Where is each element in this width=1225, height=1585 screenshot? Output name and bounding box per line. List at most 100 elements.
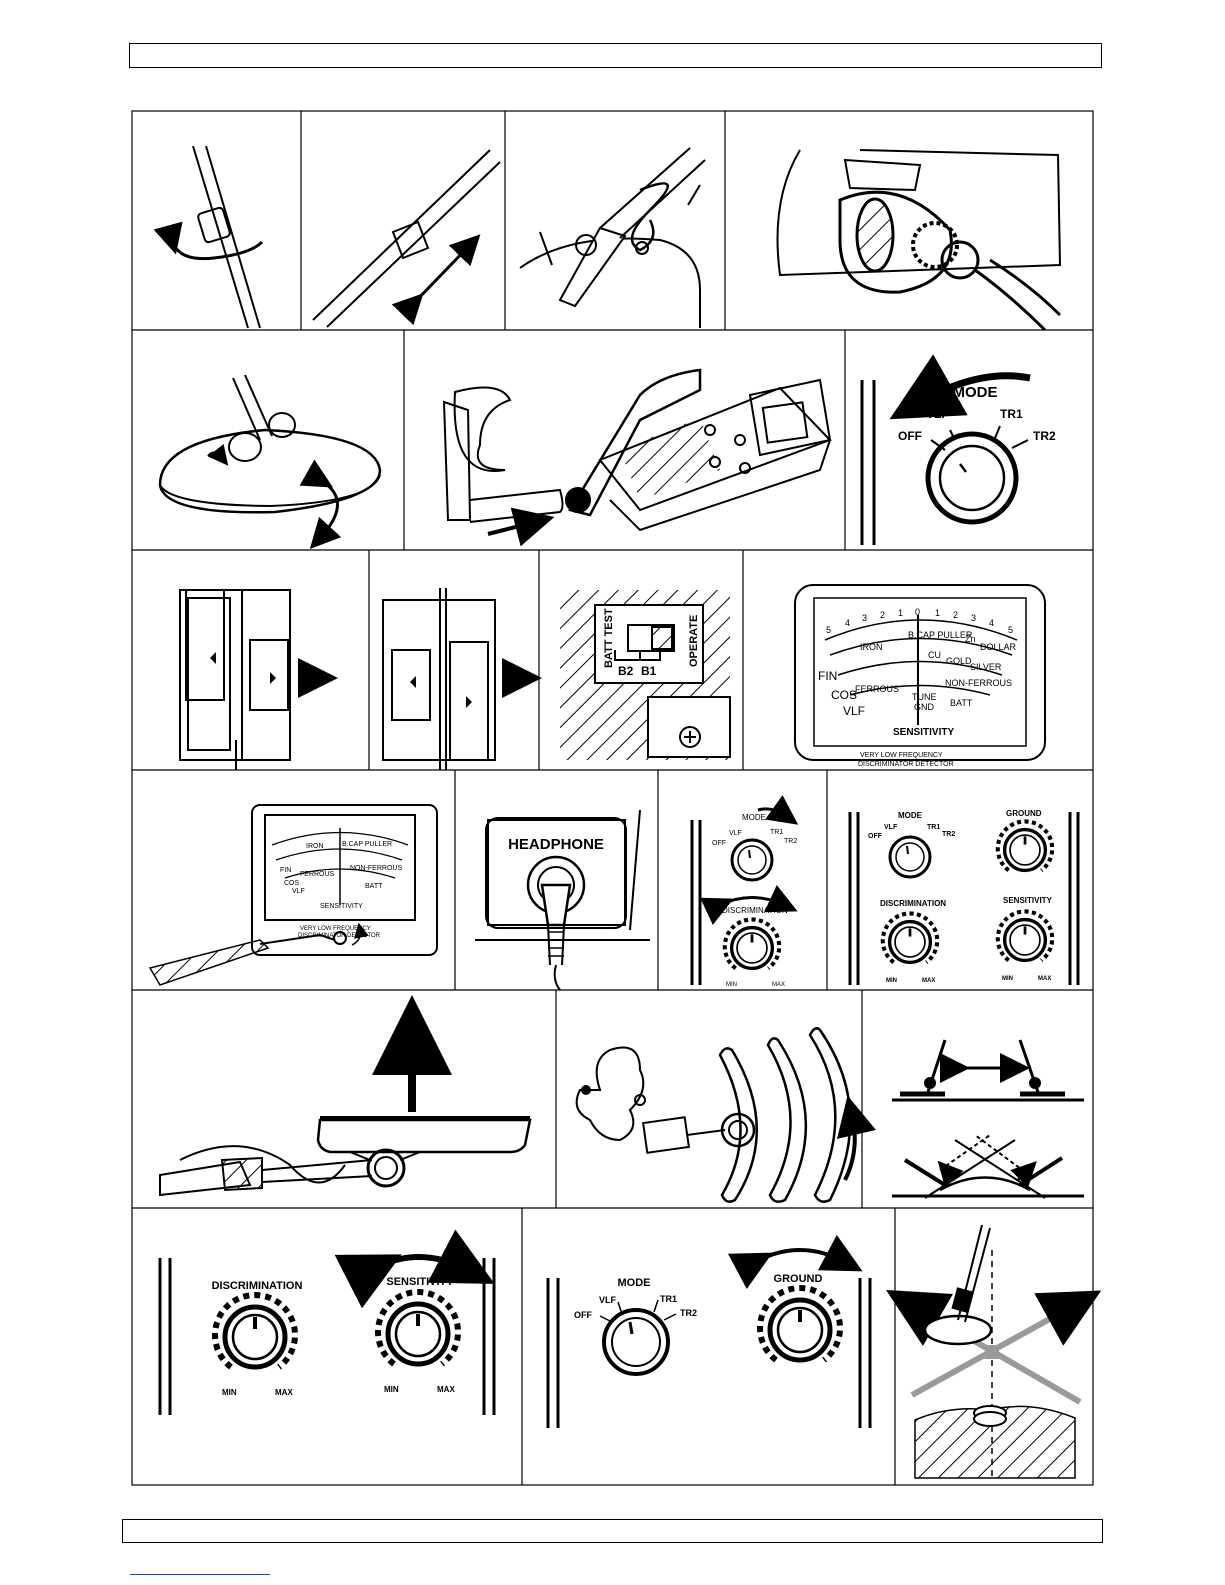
meter-sensitivity: SENSITIVITY: [893, 727, 954, 738]
disc-min-small: MIN: [726, 982, 737, 988]
meter-n-2r: 2: [953, 610, 958, 620]
meter-silver: SILVER: [970, 662, 1002, 672]
meter-n-1r: 1: [935, 608, 940, 618]
fig-pinpoint: [886, 1224, 1102, 1480]
meter2-cos: COS: [284, 880, 300, 887]
meter2-ferrous: FERROUS: [300, 871, 335, 878]
mode-off-1: OFF: [898, 429, 922, 443]
meter-n-0: 0: [915, 607, 920, 617]
meter-n-2l: 2: [880, 610, 885, 620]
fig-mode-ground-knobs: MODE OFF VLF TR1 TR2 GROUND: [546, 1234, 872, 1428]
fig-meter-large: 5 4 3 2 1 0 1 2 3 4 5 IRON B.CAP PULLER …: [794, 584, 1046, 768]
meter2-sensitivity: SENSITIVITY: [320, 903, 363, 910]
mode-title-4: MODE: [618, 1277, 651, 1289]
meter-gnd: GND: [914, 702, 935, 712]
meter-n-3l: 3: [862, 613, 867, 623]
meter2-vlf: VLF: [292, 888, 305, 895]
meter-n-5l: 5: [826, 625, 831, 635]
fig-sweep-pattern: [575, 1027, 876, 1203]
meter-bcap: B.CAP PULLER: [908, 630, 973, 640]
meter-cos: COS: [831, 688, 857, 702]
mode-off-2: OFF: [712, 840, 726, 847]
page-footer-box: [122, 1519, 1103, 1543]
mode-off-3: OFF: [868, 833, 883, 840]
fig-coil-level: [892, 1039, 1084, 1199]
mode-vlf-3: VLF: [884, 824, 898, 831]
grid-frame: [131, 110, 1094, 1486]
meter-dollar: DOLLAR: [980, 642, 1017, 652]
meter-tune: TUNE: [912, 692, 937, 702]
sens-min-4: MIN: [1002, 976, 1013, 982]
sens-title-large: SENSITIVITY: [386, 1276, 454, 1288]
disc-min-large: MIN: [222, 1388, 237, 1397]
sens-title-4: SENSITIVITY: [1003, 896, 1053, 905]
mode-vlf-4: VLF: [599, 1295, 617, 1305]
meter-caption-2: DISCRIMINATOR DETECTOR: [858, 761, 954, 768]
fig-rod-extend: [312, 149, 501, 328]
mode-vlf-1: VLF: [926, 407, 949, 421]
mode-tr2-3: TR2: [942, 831, 955, 838]
meter-n-4l: 4: [845, 618, 850, 628]
meter-iron: IRON: [860, 642, 883, 652]
fig-disc-sens-knobs: DISCRIMINATION MIN MAX SENSITIVITY MIN M…: [158, 1229, 496, 1415]
footer-link-underline[interactable]: [130, 1574, 270, 1575]
meter-cu: CU: [928, 650, 941, 660]
disc-title-small: DISCRIMINATION: [722, 906, 788, 915]
meter-batt: BATT: [950, 698, 973, 708]
mode-tr1-1: TR1: [1000, 407, 1023, 421]
ground-title-large: GROUND: [774, 1273, 823, 1285]
mode-title-3: MODE: [898, 811, 923, 820]
meter-n-4r: 4: [989, 618, 994, 628]
fig-mode-dial-off: MODE OFF VLF TR1 TR2: [860, 354, 1056, 545]
disc-title-large: DISCRIMINATION: [212, 1280, 303, 1292]
fig-rod-twist: [153, 145, 264, 329]
operate-label: OPERATE: [688, 615, 700, 667]
fig-meter-adjust: IRON B.CAP PULLER FIN COS VLF FERROUS NO…: [148, 804, 438, 986]
mode-vlf-2: VLF: [729, 830, 742, 837]
meter2-caption-2: DISCRIMINATOR DETECTOR: [298, 933, 381, 939]
disc-title-4: DISCRIMINATION: [880, 899, 946, 908]
fig-headphone-jack: HEADPHONE: [475, 809, 650, 991]
sens-min-large: MIN: [384, 1385, 399, 1394]
meter2-fin: FIN: [280, 867, 291, 874]
page-header-box: [129, 43, 1102, 68]
mode-tr1-2: TR1: [770, 829, 783, 836]
mode-tr2-1: TR2: [1033, 429, 1056, 443]
meter-zn: Zn: [965, 634, 976, 644]
mode-off-4: OFF: [574, 1310, 592, 1320]
fig-cable-connector: [776, 149, 1062, 332]
mode-tr2-4: TR2: [680, 1308, 697, 1318]
fig-four-knobs: MODE OFF VLF TR1 TR2 GROUND DISCRIMINATI…: [848, 809, 1080, 985]
mode-tr2-2: TR2: [784, 838, 797, 845]
fig-armrest-handle: [442, 368, 832, 547]
meter2-batt: BATT: [365, 883, 383, 890]
mode-title-1: MODE: [953, 384, 998, 401]
meter-ferrous: FERROUS: [855, 684, 899, 694]
fig-battery-door-2: [382, 588, 542, 770]
meter2-caption-1: VERY LOW FREQUENCY: [300, 926, 371, 932]
mode-tr1-4: TR1: [660, 1294, 677, 1304]
fig-battery-door-1: [179, 589, 338, 770]
fig-battery-switch: BATT TEST OPERATE B2 B1: [560, 590, 731, 760]
disc-max-4: MAX: [922, 978, 935, 984]
ground-title-small: GROUND: [1006, 809, 1042, 818]
b2-label: B2: [618, 664, 634, 678]
meter-n-3r: 3: [971, 613, 976, 623]
meter2-nonferrous: NON-FERROUS: [350, 865, 402, 872]
meter-vlf: VLF: [843, 704, 865, 718]
meter2-iron: IRON: [306, 843, 324, 850]
fig-mode-disc-small: MODE OFF VLF TR1 TR2 DISCRIMINATION MIN …: [690, 795, 799, 988]
headphone-label: HEADPHONE: [508, 836, 604, 853]
meter-fin: FIN: [818, 669, 837, 683]
meter-n-1l: 1: [898, 608, 903, 618]
fig-coil-lift: [159, 995, 532, 1197]
disc-max-small: MAX: [772, 982, 785, 988]
meter-n-5r: 5: [1008, 625, 1013, 635]
meter-gold: GOLD: [946, 656, 972, 666]
sens-max-4: MAX: [1038, 976, 1051, 982]
meter-caption-1: VERY LOW FREQUENCY: [860, 752, 943, 759]
sens-max-large: MAX: [437, 1385, 455, 1394]
disc-min-4: MIN: [886, 978, 897, 984]
mode-tr1-3: TR1: [927, 824, 940, 831]
